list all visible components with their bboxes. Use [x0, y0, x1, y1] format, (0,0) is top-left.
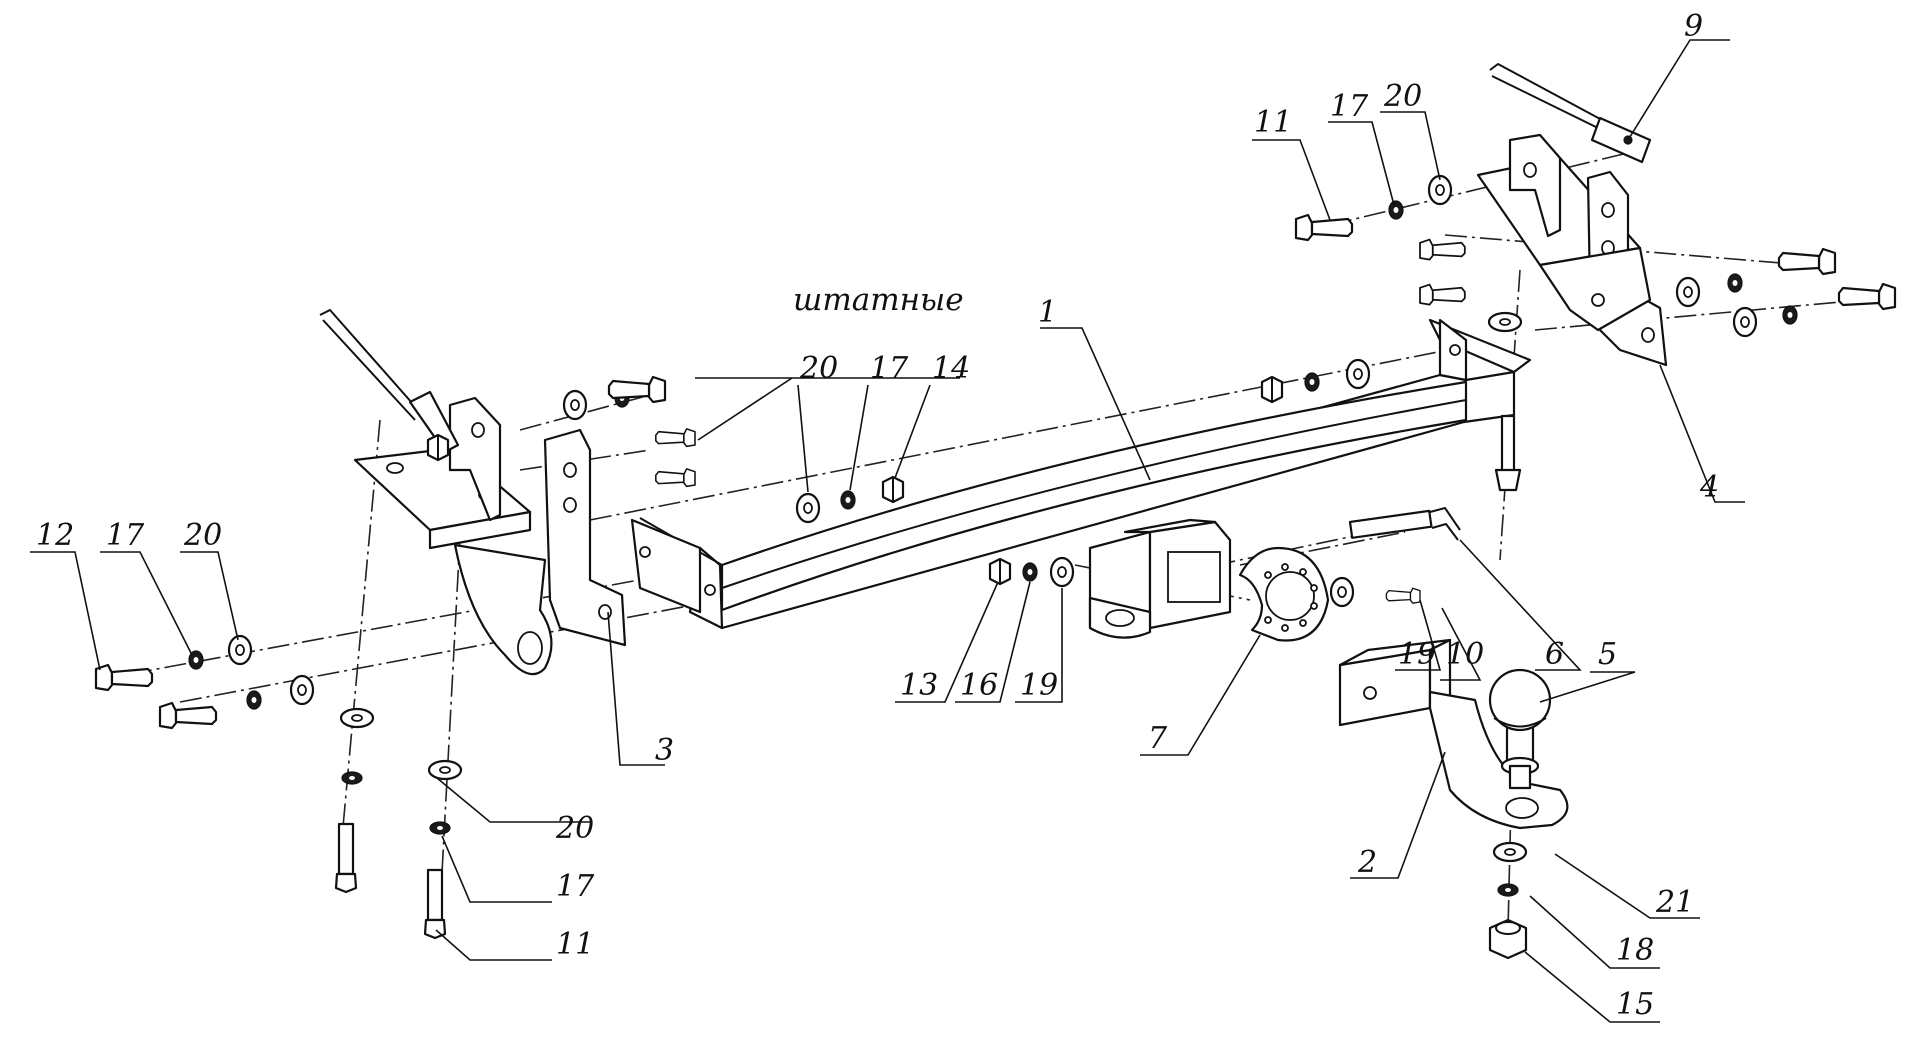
- callout-17-right: 17: [1330, 89, 1369, 124]
- callout-20-centre: 20: [799, 351, 838, 386]
- callout-21: 21: [1655, 885, 1694, 920]
- callout-17-left: 17: [106, 518, 145, 553]
- washer-icon: [1329, 576, 1355, 608]
- callout-6: 6: [1545, 637, 1564, 672]
- callout-standard-label: штатные: [793, 282, 964, 318]
- bolt-icon: [655, 468, 696, 488]
- washer-icon: [795, 492, 821, 524]
- right-bracket: [1476, 133, 1668, 367]
- bolt-icon: [1385, 587, 1421, 604]
- bolt-icon: [655, 428, 696, 448]
- washer-icon: [1427, 174, 1453, 206]
- callout-16: 16: [960, 668, 998, 703]
- washer-icon: [1487, 311, 1523, 333]
- lockwasher-icon: [1782, 305, 1798, 325]
- callout-labels: 1 2 3 4 5 6 7 9 10 11 11 12 13 14 15 16 …: [36, 9, 1719, 1022]
- ball-fasteners: [1488, 841, 1528, 960]
- lockwasher-icon: [429, 821, 451, 835]
- bolt-icon: [1777, 247, 1837, 276]
- callout-19-centre: 19: [1020, 668, 1058, 703]
- callout-17-bottom: 17: [556, 869, 595, 904]
- callout-9: 9: [1684, 9, 1703, 44]
- nut-icon: [881, 475, 905, 504]
- callout-2: 2: [1357, 845, 1377, 880]
- callout-5: 5: [1598, 637, 1617, 672]
- callout-20-bottom: 20: [555, 811, 594, 846]
- callout-4: 4: [1699, 470, 1719, 505]
- lockwasher-icon: [840, 490, 856, 510]
- lockwasher-icon: [1022, 562, 1038, 582]
- main-crossbar: [630, 318, 1532, 630]
- washer-icon: [1492, 841, 1528, 863]
- nut-icon: [1488, 918, 1528, 960]
- ball-mount: [1338, 638, 1569, 830]
- callout-19-right: 19: [1398, 637, 1436, 672]
- washer-icon: [339, 707, 375, 729]
- lockwasher-icon: [1727, 273, 1743, 293]
- left-vertical-fasteners: [334, 707, 463, 940]
- nut-icon: [1260, 375, 1284, 404]
- bolt-icon: [158, 701, 218, 730]
- callout-7: 7: [1148, 721, 1168, 756]
- washer-icon: [227, 634, 253, 666]
- wiring-connector: [1348, 507, 1461, 541]
- leader-lines: [30, 39, 1745, 1023]
- left-wire-clamp: [319, 309, 460, 462]
- callout-13: 13: [900, 668, 938, 703]
- bolt-icon: [94, 663, 154, 692]
- lockwasher-icon: [1388, 200, 1404, 220]
- washer-icon: [562, 389, 588, 421]
- washer-icon: [427, 759, 463, 781]
- bolt-icon: [1419, 283, 1466, 306]
- callout-10: 10: [1446, 637, 1484, 672]
- washer-icon: [1675, 276, 1701, 308]
- bolt-icon: [1294, 213, 1354, 242]
- callout-11-right: 11: [1254, 105, 1292, 140]
- nut-icon: [988, 557, 1012, 586]
- washer-icon: [1345, 358, 1371, 390]
- washer-icon: [1732, 306, 1758, 338]
- bolt-icon: [1419, 238, 1466, 261]
- callout-18: 18: [1616, 933, 1654, 968]
- callout-11-left: 11: [556, 927, 594, 962]
- callout-14: 14: [932, 351, 970, 386]
- callout-20-right: 20: [1383, 79, 1422, 114]
- socket-plate: [1238, 546, 1330, 642]
- bolt-icon: [423, 868, 447, 940]
- callout-17-centre: 17: [870, 351, 909, 386]
- washer-icon: [289, 674, 315, 706]
- lockwasher-icon: [1497, 883, 1519, 897]
- lockwasher-icon: [341, 771, 363, 785]
- lockwasher-icon: [1304, 372, 1320, 392]
- callout-12: 12: [36, 518, 74, 553]
- hitch-receiver: [1088, 518, 1232, 639]
- callout-3: 3: [655, 733, 674, 768]
- tow-ball-icon: [1488, 668, 1552, 790]
- washer-icon: [1049, 556, 1075, 588]
- callout-15: 15: [1616, 987, 1654, 1022]
- callout-1: 1: [1038, 295, 1057, 330]
- bolt-icon: [334, 822, 358, 894]
- left-bracket: [353, 396, 627, 676]
- callout-20-left: 20: [183, 518, 222, 553]
- lockwasher-icon: [246, 690, 262, 710]
- bolt-icon: [1837, 282, 1897, 311]
